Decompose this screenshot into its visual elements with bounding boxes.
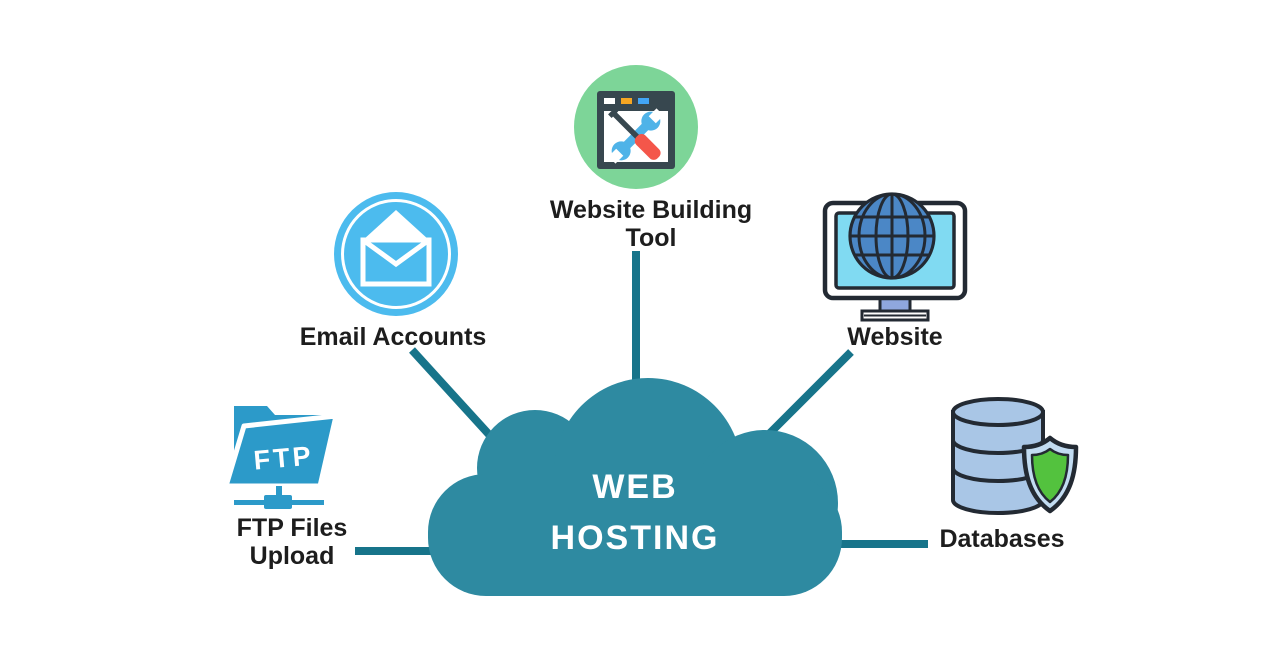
cloud-title-line1: WEB [592,468,678,506]
browser-tools-icon [574,65,698,189]
ftp-folder-text: FTP [252,440,314,475]
monitor-globe-icon [822,192,968,322]
label-databases: Databases [939,525,1065,553]
label-line: Tool [625,223,677,252]
label-line: Website Building [549,196,753,224]
label-line: Upload [249,541,335,570]
label-website: Website [847,323,943,351]
cloud-title-line2: HOSTING [550,519,720,557]
database-shield-icon [951,397,1079,515]
screwdriver-icon [608,107,661,160]
cloud-base [428,474,842,596]
label-website-building-tool: Website Building Tool [501,196,801,252]
ftp-folder-icon: FTP [223,406,339,509]
label-line: FTP Files [236,514,348,542]
web-hosting-cloud: WEB HOSTING [428,378,842,596]
cloud-title: WEB HOSTING [428,462,842,564]
label-email-accounts: Email Accounts [299,323,487,351]
label-ftp-files-upload: FTP Files Upload [142,514,442,570]
envelope-icon [334,192,458,316]
